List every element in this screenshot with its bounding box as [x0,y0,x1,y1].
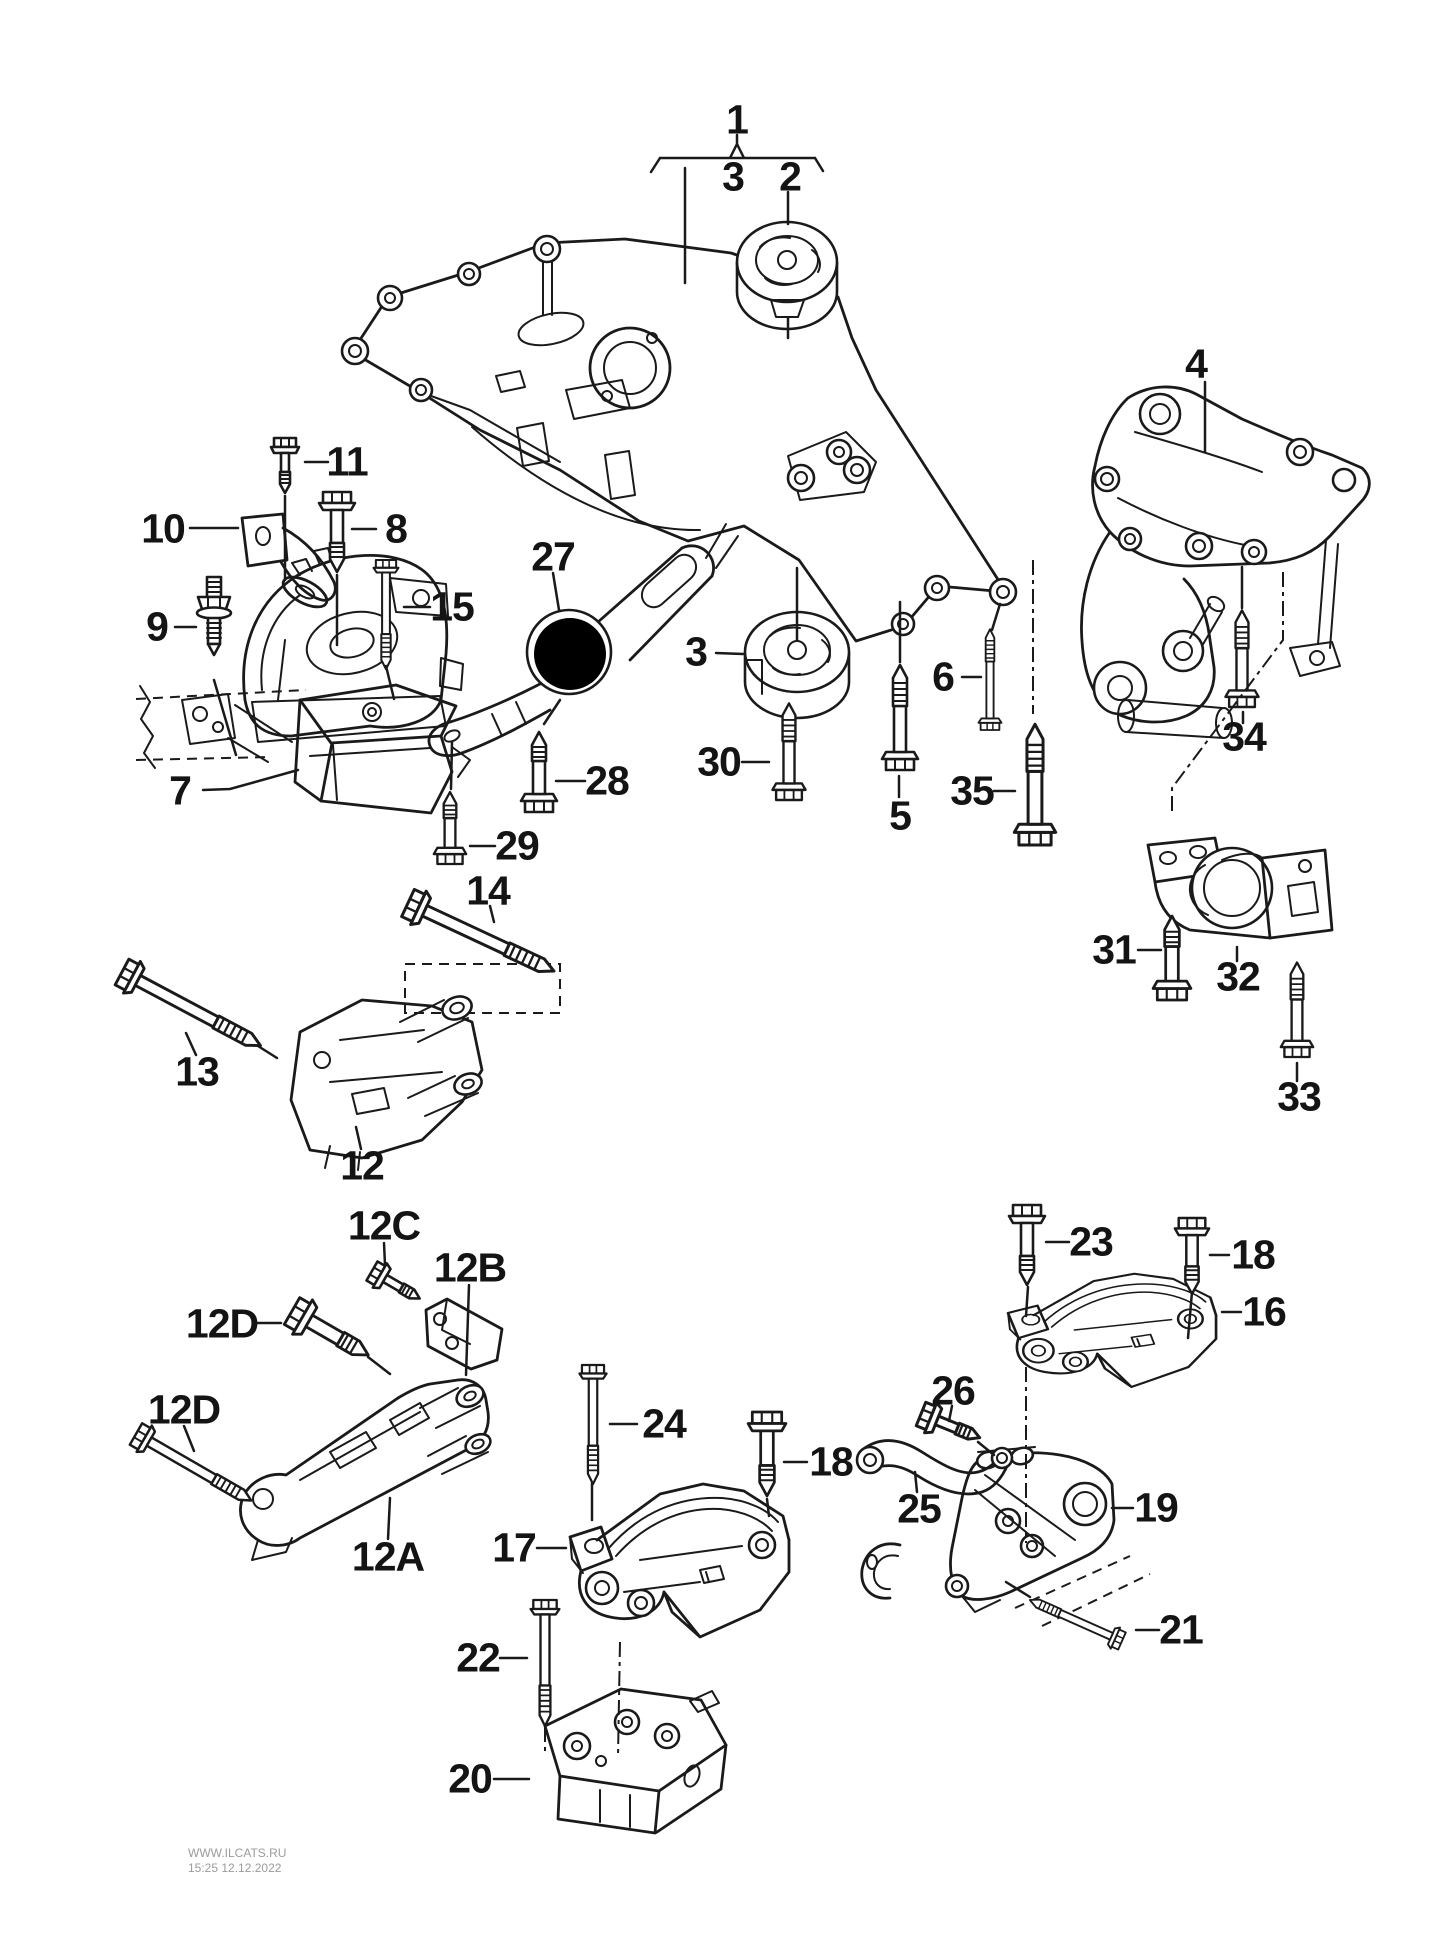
part-callout-10[interactable]: 10 [141,505,186,552]
clamp-bracket-32-drawing [1146,836,1334,940]
mount-bracket-20-drawing [543,1687,728,1835]
part-callout-11[interactable]: 11 [326,438,368,485]
part-callout-3-lower[interactable]: 3 [685,628,708,675]
gearbox-mount-17-drawing [568,1482,791,1639]
fastener-bolts-drawing [112,436,1315,1728]
part-callout-23[interactable]: 23 [1069,1218,1114,1265]
gearbox-bracket-4-drawing [1080,385,1371,739]
part-callout-12[interactable]: 12 [340,1142,385,1189]
bonded-mount-2-drawing [735,220,839,331]
part-callout-12D-lower[interactable]: 12D [147,1386,221,1433]
part-callout-21[interactable]: 21 [1159,1606,1204,1653]
part-callout-31[interactable]: 31 [1092,926,1137,973]
selected-part-marker [534,618,606,690]
part-callout-12B[interactable]: 12B [433,1244,507,1291]
part-callout-13[interactable]: 13 [175,1048,220,1095]
stud-9-drawing [195,575,233,657]
part-callout-12C[interactable]: 12C [347,1202,421,1249]
part-callout-34[interactable]: 34 [1222,713,1267,760]
part-callout-24[interactable]: 24 [642,1400,687,1447]
engine-mount-7-drawing [242,547,464,743]
gearbox-mount-16-drawing [1006,1272,1218,1389]
connecting-link-25-drawing [855,1439,1014,1496]
mount-support-bracket-drawing [293,683,471,815]
part-callout-1[interactable]: 1 [726,96,749,143]
part-callout-3-upper[interactable]: 3 [722,153,745,200]
part-callout-22[interactable]: 22 [456,1634,501,1681]
part-callout-4[interactable]: 4 [1185,340,1208,387]
support-bracket-10-drawing [240,512,337,609]
watermark-site: WWW.ILCATS.RU [188,1846,287,1860]
part-callout-8[interactable]: 8 [385,505,408,552]
part-callout-19[interactable]: 19 [1134,1484,1179,1531]
part-callout-14[interactable]: 14 [466,867,511,914]
engine-bracket-19-drawing [944,1446,1151,1627]
part-callout-2[interactable]: 2 [779,153,802,200]
part-callout-29[interactable]: 29 [495,822,540,869]
part-callout-35[interactable]: 35 [950,767,995,814]
part-callout-30[interactable]: 30 [697,738,742,785]
engine-outline-sketch [135,685,307,769]
part-callout-18-center[interactable]: 18 [809,1438,854,1485]
part-callout-5[interactable]: 5 [889,792,912,839]
bracket-12-drawing [289,963,561,1171]
part-callout-6[interactable]: 6 [932,653,955,700]
part-callout-15[interactable]: 15 [430,583,475,630]
part-callout-32[interactable]: 32 [1216,953,1261,1000]
part-callout-7[interactable]: 7 [169,767,192,814]
part-callout-26[interactable]: 26 [931,1367,976,1414]
part-callout-12D-upper[interactable]: 12D [185,1300,259,1347]
part-callout-20[interactable]: 20 [448,1755,493,1802]
part-callout-17[interactable]: 17 [492,1524,537,1571]
part-callout-28[interactable]: 28 [585,757,630,804]
bonded-mount-3-drawing [743,610,851,720]
part-callout-16[interactable]: 16 [1242,1288,1287,1335]
center-lines [544,560,1284,1757]
part-callout-33[interactable]: 33 [1277,1073,1322,1120]
part-callout-25[interactable]: 25 [897,1485,942,1532]
part-callout-27[interactable]: 27 [531,533,576,580]
part-callout-9[interactable]: 9 [146,603,169,650]
watermark: WWW.ILCATS.RU 15:25 12.12.2022 [188,1846,286,1876]
leader-lines [173,133,1299,1781]
clip-piece-drawing [860,1542,902,1600]
watermark-timestamp: 15:25 12.12.2022 [188,1861,282,1875]
subframe-crossmember-drawing [340,234,1018,643]
part-callout-18-right[interactable]: 18 [1231,1231,1276,1278]
plate-12b-drawing [424,1297,504,1371]
part-callout-12A[interactable]: 12A [351,1533,425,1580]
